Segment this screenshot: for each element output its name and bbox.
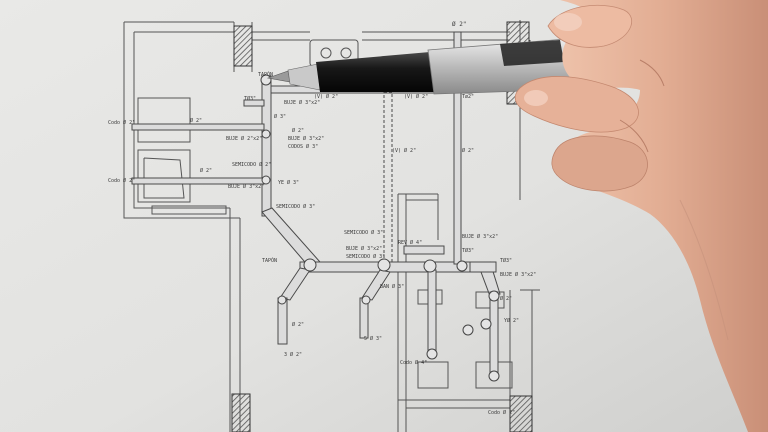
label-tee-right: TØ3" [500, 257, 512, 264]
label-codo-bottom-right: Codo Ø 2" [488, 409, 515, 416]
label-v-top-right: (V) Ø 2" [404, 93, 428, 100]
label-semicodo-left: SEMICODO Ø 2" [232, 161, 271, 168]
label-buje-left: BUJE Ø 3"x2" [228, 183, 264, 190]
label-tee-small-right: YØ 2" [504, 317, 519, 324]
label-pipe-left-bottom: Ø 2" [200, 167, 212, 174]
label-tee-top-right: Tø2" [462, 94, 474, 100]
label-codo-left-top: Codo Ø 2" [108, 119, 135, 126]
label-buje-right: BUJE Ø 3"x2" [462, 233, 498, 240]
label-semicodo-diag: SEMICODO Ø 3" [276, 203, 315, 210]
label-tee-center: TØ3" [462, 247, 474, 254]
label-semicodo-center: SEMICODO Ø 3" [344, 229, 383, 236]
label-top-pipe: Ø 2" [452, 21, 466, 28]
label-pipe-5-down: 5 Ø 3" [364, 335, 382, 342]
hand [514, 0, 768, 432]
label-tee-top-left: TØ3" [244, 95, 256, 102]
label-buje-3x2-top: BUJE Ø 3"x2" [284, 99, 320, 106]
label-tapon-mid: TAPÓN [262, 257, 277, 264]
label-pipe-2-inch: Ø 2" [292, 127, 304, 134]
label-v-mid: (V) Ø 2" [392, 147, 416, 154]
label-right-vertical: Ø 2" [462, 147, 474, 154]
label-buje-center: BUJE Ø 3"x2" [346, 245, 382, 252]
label-rev: REV Ø 4" [398, 239, 422, 246]
label-codo-stack: CODOS Ø 3" [288, 143, 318, 150]
label-tapon-top: TAPÓN [258, 71, 273, 78]
label-ye: YE Ø 3" [278, 179, 299, 186]
pipe-fittings [260, 74, 500, 382]
plan-annotations: Ø 2" TAPÓN TØ3" BUJE Ø 3"x2" (V) Ø 2" (V… [108, 21, 536, 416]
label-buje-2x2: BUJE Ø 2"x2" [226, 135, 262, 142]
label-pipe-3-inch: Ø 3" [274, 113, 286, 120]
label-buje-far-right: BUJE Ø 3"x2" [500, 271, 536, 278]
label-semicodo-center-2: SEMICODO Ø 3" [346, 253, 385, 260]
label-pipe-left-down: Ø 2" [292, 321, 304, 328]
label-buje-stack: BUJE Ø 3"x2" [288, 135, 324, 142]
label-pipe-3-down: 3 Ø 2" [284, 351, 302, 358]
label-ban: BAN Ø 3" [380, 283, 404, 290]
label-pipe-left-top: Ø 2" [190, 117, 202, 124]
label-v-top: (V) Ø 2" [314, 93, 338, 100]
label-pipe-vert-right: Ø 2" [500, 295, 512, 302]
label-codo-left-bottom: Codo Ø 2" [108, 177, 135, 184]
label-codo-bottom: Codo Ø 4" [400, 359, 427, 366]
